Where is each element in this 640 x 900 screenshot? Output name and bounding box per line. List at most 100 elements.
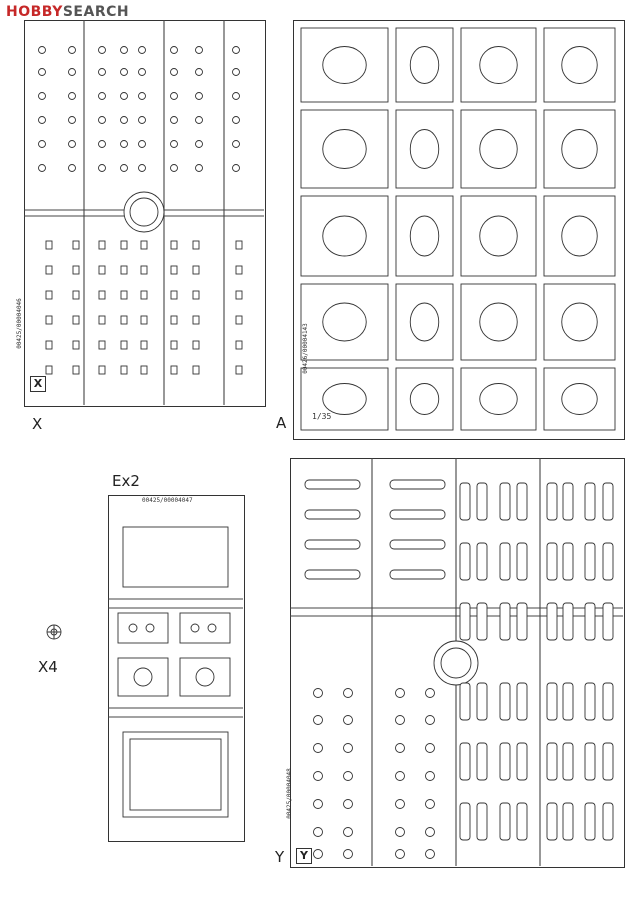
sprue-part <box>120 315 128 325</box>
round-base-part <box>425 688 435 698</box>
sprue-part <box>235 240 243 250</box>
sprue-part <box>45 265 53 275</box>
sprue-part <box>120 164 128 172</box>
sprue-part <box>72 340 80 350</box>
round-base-part <box>343 743 353 753</box>
sprue-part <box>195 92 203 100</box>
sprue-part <box>98 365 106 375</box>
sprue-part <box>192 265 200 275</box>
figure-part <box>561 46 598 84</box>
figure-part <box>322 129 367 169</box>
sprue-part <box>138 164 146 172</box>
sprue-part <box>98 340 106 350</box>
sprue-y-tag: Y <box>296 848 312 864</box>
shell-part <box>516 482 528 521</box>
round-base-part <box>395 743 405 753</box>
sprue-part <box>195 164 203 172</box>
figure-part <box>409 302 440 342</box>
sprue-x-label: X <box>32 415 43 433</box>
sprue-part <box>235 265 243 275</box>
round-base-part <box>343 827 353 837</box>
round-base-part <box>425 827 435 837</box>
sprue-part <box>45 365 53 375</box>
shell-part <box>516 602 528 641</box>
sprue-y-runners <box>290 458 623 866</box>
figure-part <box>322 383 367 415</box>
sprue-cell <box>543 195 616 277</box>
wheel-label: X4 <box>38 658 58 676</box>
shell-part <box>499 742 511 781</box>
sprue-part <box>170 92 178 100</box>
shell-part <box>602 682 614 721</box>
sprue-part <box>72 290 80 300</box>
shell-part <box>516 542 528 581</box>
shell-part <box>584 802 596 841</box>
sprue-a-runners <box>300 27 616 431</box>
shell-part <box>562 482 574 521</box>
sprue-part <box>120 46 128 54</box>
shell-part <box>602 542 614 581</box>
sprue-part <box>192 340 200 350</box>
sprue-part <box>120 265 128 275</box>
round-base-part <box>395 799 405 809</box>
round-part <box>389 479 446 490</box>
round-base-part <box>313 743 323 753</box>
sprue-part <box>120 68 128 76</box>
round-base-part <box>313 799 323 809</box>
sprue-part <box>195 116 203 124</box>
shell-part <box>476 742 488 781</box>
round-base-part <box>313 771 323 781</box>
figure-part <box>479 383 518 415</box>
figure-part <box>561 302 598 342</box>
sprue-part <box>38 140 46 148</box>
sprue-part <box>72 365 80 375</box>
sprue-part <box>120 92 128 100</box>
sprue-part <box>68 116 76 124</box>
sprue-a-code: 00426/00004143 <box>301 323 309 374</box>
sprue-part <box>192 365 200 375</box>
sprue-part <box>38 92 46 100</box>
shell-part <box>562 682 574 721</box>
shell-part <box>516 802 528 841</box>
round-part <box>389 569 446 580</box>
round-base-part <box>343 688 353 698</box>
sprue-part <box>170 315 178 325</box>
sprue-part <box>140 265 148 275</box>
sprue-part <box>170 68 178 76</box>
sprue-part <box>45 290 53 300</box>
sprue-part <box>98 164 106 172</box>
sprue-part <box>170 265 178 275</box>
sprue-e-code: 00425/00004047 <box>142 497 193 504</box>
shell-part <box>459 802 471 841</box>
sprue-part <box>68 46 76 54</box>
sprue-part <box>235 315 243 325</box>
sprue-part <box>232 46 240 54</box>
figure-part <box>479 46 518 84</box>
sprue-part <box>98 290 106 300</box>
round-base-part <box>425 715 435 725</box>
sprue-part <box>232 116 240 124</box>
sprue-part <box>235 290 243 300</box>
sprue-part <box>98 315 106 325</box>
sprue-part <box>98 116 106 124</box>
sprue-part <box>38 46 46 54</box>
sprue-part <box>170 164 178 172</box>
sprue-part <box>170 46 178 54</box>
sprue-part <box>120 240 128 250</box>
shell-part <box>499 602 511 641</box>
shell-part <box>546 802 558 841</box>
sprue-part <box>120 365 128 375</box>
sprue-part <box>72 240 80 250</box>
sprue-part <box>170 365 178 375</box>
sprue-part <box>140 240 148 250</box>
hobbysearch-watermark: HOBBYSEARCH <box>6 4 129 20</box>
shell-part <box>499 482 511 521</box>
figure-part <box>479 302 518 342</box>
sprue-a-label: A <box>276 414 287 432</box>
shell-part <box>584 482 596 521</box>
sprue-y-code: 00425/00004048 <box>285 768 293 819</box>
shell-part <box>546 742 558 781</box>
sprue-part <box>120 340 128 350</box>
watermark-brand-grey: SEARCH <box>62 4 130 20</box>
figure-part <box>561 215 598 257</box>
